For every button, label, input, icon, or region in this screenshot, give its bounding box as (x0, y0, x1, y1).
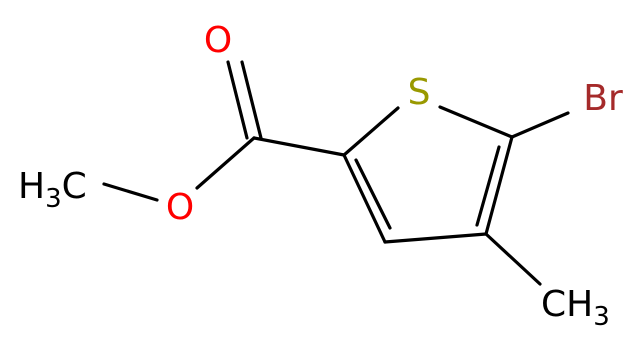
ring-methyl-subscript: 3 (593, 302, 610, 332)
methoxy-methyl-subscript: 3 (45, 184, 62, 214)
methoxy-methyl-c: C (62, 166, 87, 207)
bond-carbonyl-double-1 (226, 60, 249, 140)
bond-c5-br (510, 111, 570, 139)
bromine-label: Br (583, 78, 623, 119)
oxygen-ester-label: O (166, 187, 194, 228)
bond-carbonyl-double-2 (240, 60, 263, 140)
bond-c4-methyl (484, 232, 542, 286)
ring-methyl-ch: CH (541, 284, 593, 325)
methoxy-methyl-h: H (18, 166, 45, 207)
bond-c2-s (342, 106, 400, 157)
bond-carbonyl-to-ring (252, 136, 346, 157)
ring-methyl-label: CH3 (541, 284, 610, 332)
sulfur-label: S (408, 72, 431, 113)
methoxy-methyl-label: H3C (18, 166, 87, 214)
bond-c4-c3 (383, 232, 488, 244)
bond-c3-c2-inner (354, 158, 392, 230)
atom-labels: O S Br O H3C CH3 (18, 20, 623, 332)
bonds (102, 60, 570, 286)
bond-c3-c2 (342, 153, 387, 244)
bond-carbonyl-to-ester-oxygen (195, 136, 256, 190)
bond-c5-c4 (484, 135, 514, 236)
bond-ester-oxygen-to-methyl (102, 182, 159, 202)
oxygen-carbonyl-label: O (204, 20, 232, 61)
bond-c5-c4-inner (475, 145, 501, 227)
bond-s-c5 (438, 105, 514, 139)
